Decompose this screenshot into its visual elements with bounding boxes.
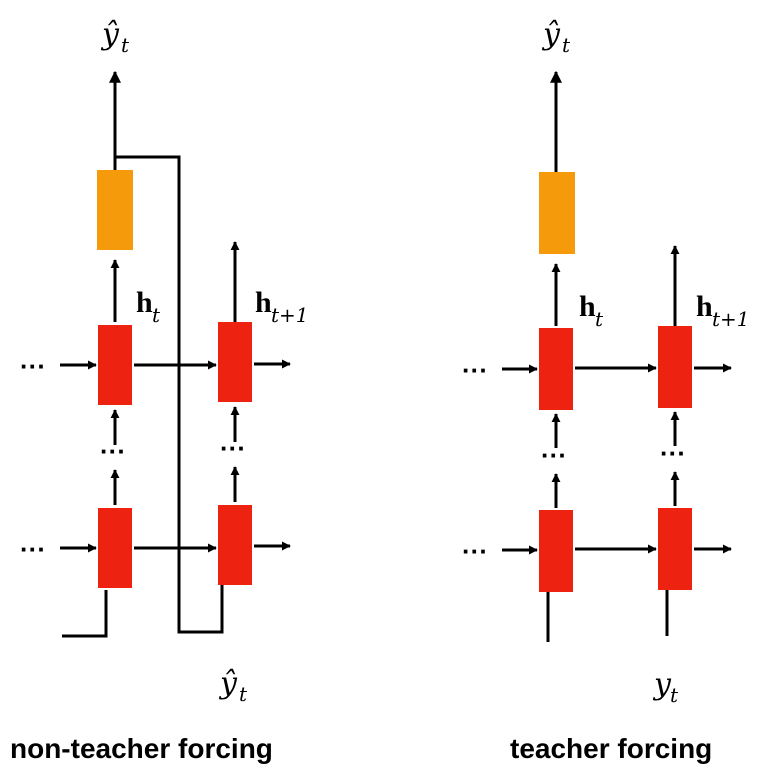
left-vertical-ellipsis-t1: ··· <box>220 433 246 463</box>
left-lower-cell-t1 <box>218 505 252 585</box>
left-feedback-label: ŷ <box>218 666 238 701</box>
right-diagram: ŷ t h t h t+1 ··· ··· ··· ··· <box>462 17 750 764</box>
left-lower-cell-t <box>98 508 132 588</box>
right-input-subscript: t <box>670 683 679 707</box>
left-feedback-line <box>115 155 224 634</box>
right-caption: teacher forcing <box>510 733 712 764</box>
left-diagram: ŷ t h t h t+1 ··· ··· ··· <box>10 17 309 764</box>
right-upper-cell-t1 <box>658 326 692 408</box>
left-caption: non-teacher forcing <box>10 733 273 764</box>
right-hidden-t1-label: h <box>696 290 713 323</box>
left-output-subscript: t <box>121 33 130 57</box>
right-hidden-t1-subscript: t+1 <box>712 307 750 331</box>
right-lower-cell-t1 <box>658 508 692 590</box>
right-upper-cell-t <box>539 328 573 410</box>
left-hidden-t1-subscript: t+1 <box>271 303 309 327</box>
right-output-subscript: t <box>562 33 571 57</box>
right-output-cell <box>539 172 575 254</box>
left-hidden-t-label: h <box>136 286 153 319</box>
right-output-label: ŷ <box>541 17 561 52</box>
right-hidden-t-subscript: t <box>595 307 604 331</box>
left-output-cell <box>97 170 133 250</box>
left-lower-ellipsis: ··· <box>20 534 46 564</box>
left-hidden-t-subscript: t <box>152 303 161 327</box>
left-hidden-t1-label: h <box>255 286 272 319</box>
right-lower-cell-t <box>539 510 573 592</box>
right-vertical-ellipsis-t: ··· <box>541 440 567 470</box>
right-upper-ellipsis: ··· <box>462 355 488 385</box>
right-vertical-ellipsis-t1: ··· <box>660 438 686 468</box>
left-output-label: ŷ <box>100 17 120 52</box>
left-input-line <box>62 590 108 638</box>
right-lower-ellipsis: ··· <box>462 536 488 566</box>
left-upper-cell-t <box>98 325 132 405</box>
left-vertical-ellipsis-t: ··· <box>100 436 126 466</box>
left-upper-ellipsis: ··· <box>20 351 46 381</box>
right-hidden-t-label: h <box>579 290 596 323</box>
left-feedback-subscript: t <box>239 682 248 706</box>
right-input-label: y <box>652 667 672 702</box>
left-upper-cell-t1 <box>218 322 252 402</box>
